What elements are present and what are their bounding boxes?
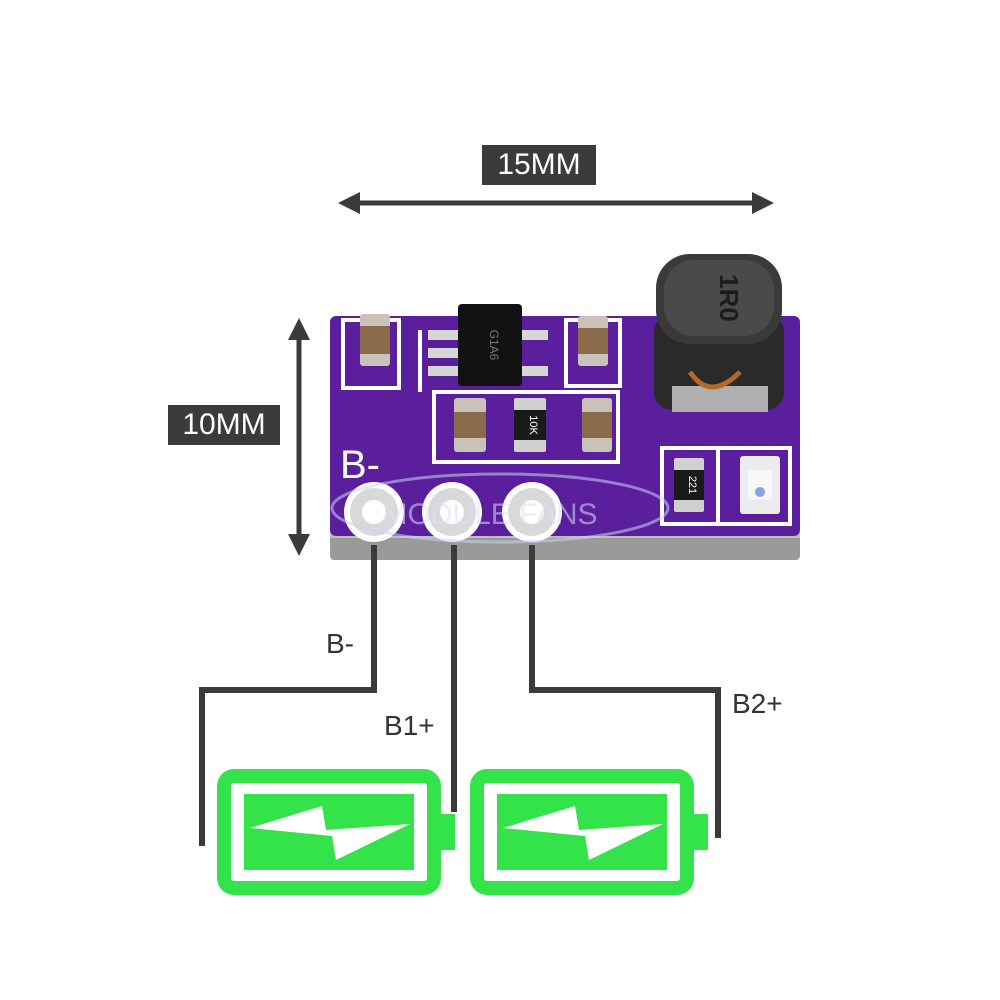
capacitor-middle-left xyxy=(454,398,486,452)
led-icon xyxy=(740,456,780,514)
wire-label-b1: B1+ xyxy=(384,710,435,741)
resistor-right-marking: 221 xyxy=(686,476,698,494)
width-dimension-arrow xyxy=(338,192,774,214)
pad-b1 xyxy=(422,482,482,542)
capacitor-top-right xyxy=(578,316,608,366)
wire-label-b2: B2+ xyxy=(732,688,783,719)
lightning-icon xyxy=(250,806,410,860)
pad-label-bneg: B- xyxy=(340,443,380,487)
height-dimension-arrow xyxy=(288,318,310,556)
battery-icon xyxy=(217,769,455,895)
lightning-icon xyxy=(503,806,663,860)
watermark: MODULE FANS xyxy=(382,498,597,531)
inductor-marking: 1R0 xyxy=(714,274,744,322)
ic-marking: G1A6 xyxy=(487,330,501,361)
height-dimension-label: 10MM xyxy=(168,405,280,445)
pad-bneg xyxy=(344,482,404,542)
width-dimension-label: 15MM xyxy=(482,145,596,185)
battery-icon xyxy=(470,769,708,895)
watermark-ring xyxy=(330,472,670,544)
ic-chip-icon: G1A6 xyxy=(428,304,548,386)
pcb-board: G1A6 10K 221 xyxy=(330,254,800,560)
wires xyxy=(199,545,721,846)
capacitor-middle-right xyxy=(582,398,612,452)
resistor-221: 221 xyxy=(674,458,704,512)
wire-b2 xyxy=(529,545,721,838)
resistor-10k: 10K xyxy=(514,398,546,452)
silk-box-middle xyxy=(432,390,620,464)
resistor-mid-marking: 10K xyxy=(527,415,539,435)
silk-box-led xyxy=(660,446,792,526)
wire-label-bneg: B- xyxy=(326,628,354,659)
wire-bneg xyxy=(199,545,377,846)
pad-b2 xyxy=(502,482,562,542)
capacitor-top-left xyxy=(360,314,390,366)
inductor-icon: 1R0 xyxy=(654,254,784,412)
